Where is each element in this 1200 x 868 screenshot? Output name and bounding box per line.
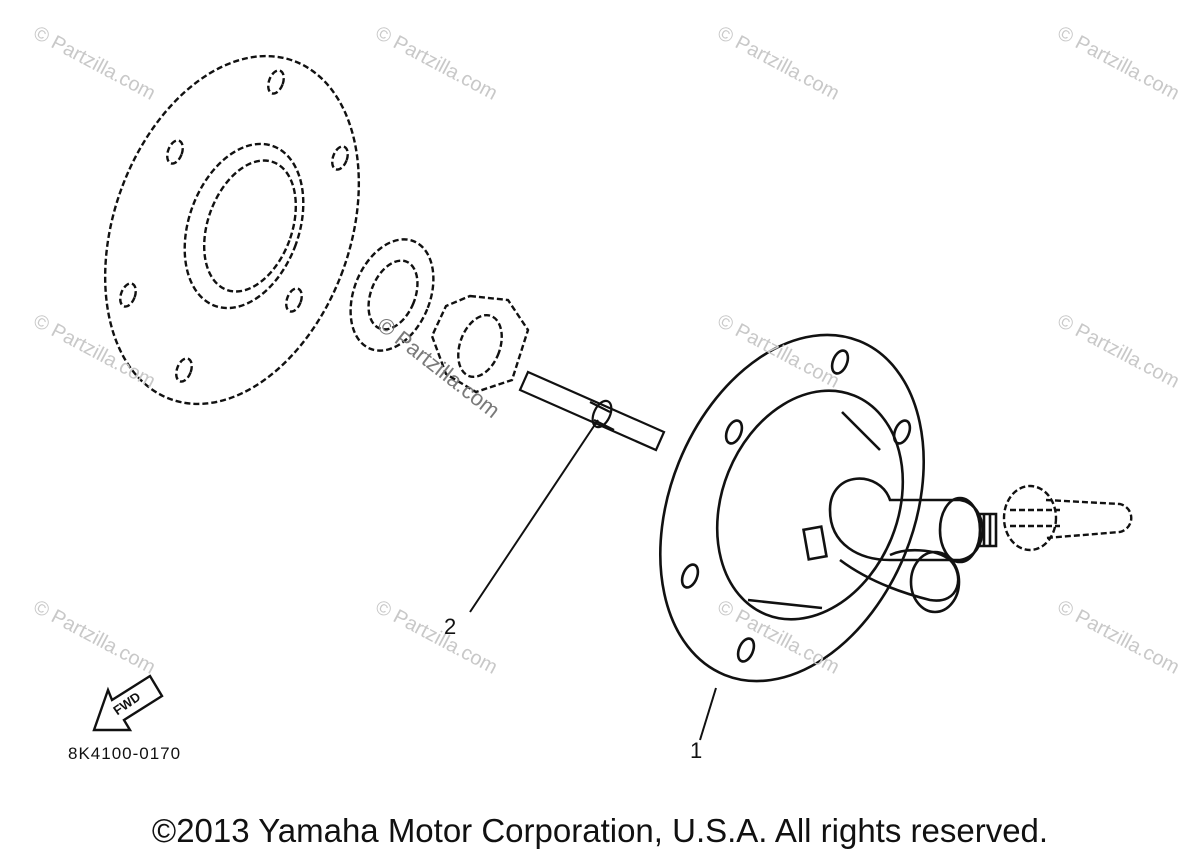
flange-disc <box>103 54 361 406</box>
forward-arrow-icon <box>92 674 164 732</box>
hex-nut <box>430 294 530 394</box>
callout-2[interactable]: 2 <box>444 614 457 639</box>
pin-part-2 <box>518 370 666 452</box>
diagram-part-code: 8K4100-0170 <box>68 744 182 763</box>
connector-dashed <box>1002 484 1133 552</box>
parts-diagram <box>92 54 1133 741</box>
washer <box>349 238 435 352</box>
hub-assembly-part-1 <box>659 333 998 683</box>
callout-1[interactable]: 1 <box>690 738 703 763</box>
leader-lines <box>469 419 717 741</box>
copyright-notice: ©2013 Yamaha Motor Corporation, U.S.A. A… <box>151 812 1049 849</box>
